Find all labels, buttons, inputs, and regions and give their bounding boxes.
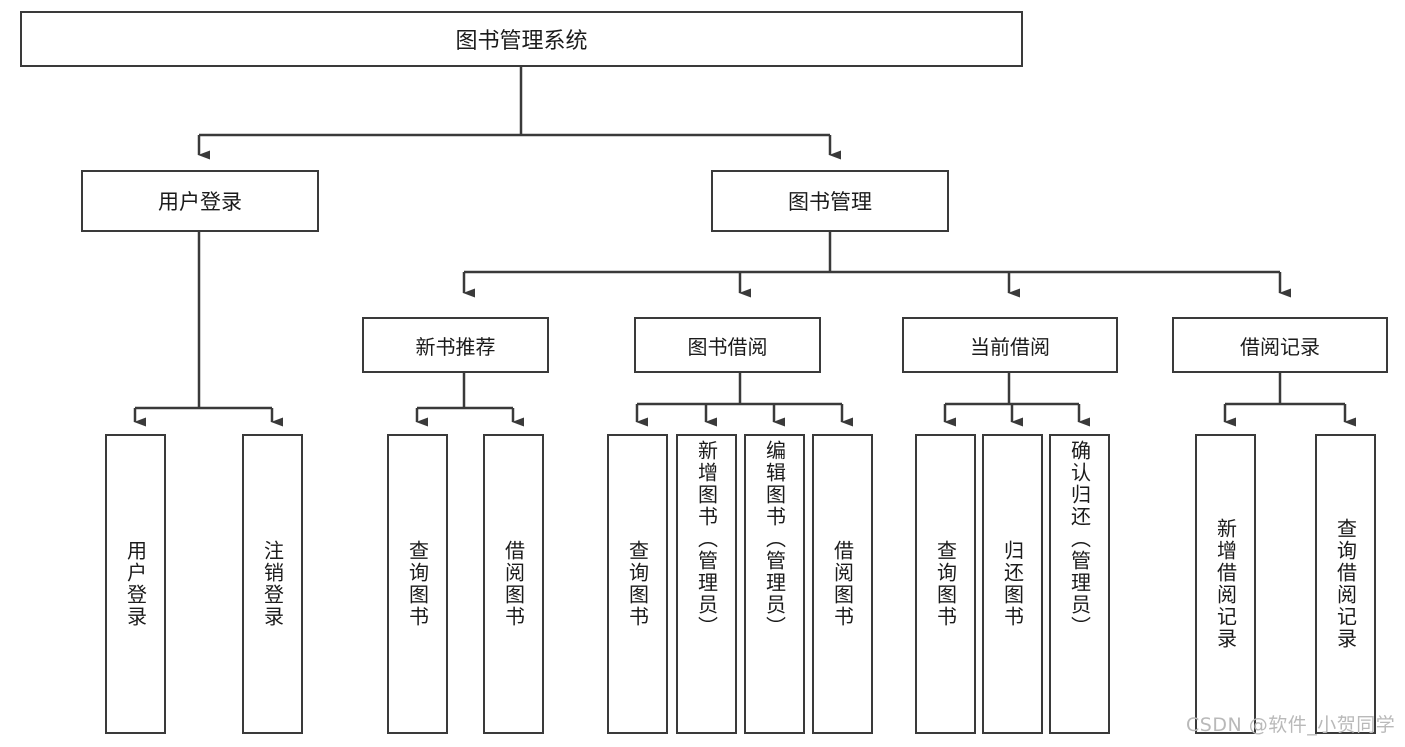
node-leaf-query-book-1-label: 查询图书 <box>405 540 430 628</box>
node-leaf-edit-book-label: 编辑图书（管理员） <box>762 440 787 638</box>
node-borrow-record-label: 借阅记录 <box>1240 334 1320 359</box>
node-leaf-borrow-book-1[interactable]: 借阅图书 <box>483 434 544 734</box>
node-leaf-logout[interactable]: 注销登录 <box>242 434 303 734</box>
node-leaf-confirm-return[interactable]: 确认归还（管理员） <box>1049 434 1110 734</box>
node-root[interactable]: 图书管理系统 <box>20 11 1023 67</box>
node-leaf-add-record-label: 新增借阅记录 <box>1213 518 1238 650</box>
node-leaf-add-book[interactable]: 新增图书（管理员） <box>676 434 737 734</box>
node-leaf-query-record[interactable]: 查询借阅记录 <box>1315 434 1376 734</box>
node-leaf-confirm-return-label: 确认归还（管理员） <box>1067 440 1092 638</box>
node-root-label: 图书管理系统 <box>455 29 588 54</box>
node-leaf-borrow-book-2-label: 借阅图书 <box>830 540 855 628</box>
node-new-book-recommend[interactable]: 新书推荐 <box>362 317 549 373</box>
node-new-book-recommend-label: 新书推荐 <box>415 334 496 359</box>
node-leaf-borrow-book-2[interactable]: 借阅图书 <box>812 434 873 734</box>
node-leaf-return-book[interactable]: 归还图书 <box>982 434 1043 734</box>
node-book-borrow[interactable]: 图书借阅 <box>634 317 821 373</box>
node-leaf-query-book-2-label: 查询图书 <box>625 540 650 628</box>
node-book-manage-label: 图书管理 <box>788 190 872 214</box>
node-leaf-logout-label: 注销登录 <box>260 540 285 628</box>
node-leaf-add-book-label: 新增图书（管理员） <box>694 440 719 638</box>
node-current-borrow-label: 当前借阅 <box>970 334 1050 359</box>
node-leaf-user-login[interactable]: 用户登录 <box>105 434 166 734</box>
node-book-manage[interactable]: 图书管理 <box>711 170 949 232</box>
node-user-login[interactable]: 用户登录 <box>81 170 319 232</box>
node-leaf-query-record-label: 查询借阅记录 <box>1333 518 1358 650</box>
node-current-borrow[interactable]: 当前借阅 <box>902 317 1118 373</box>
node-leaf-user-login-label: 用户登录 <box>123 540 148 628</box>
node-user-login-label: 用户登录 <box>158 190 242 214</box>
csdn-watermark: CSDN @软件_小贺同学 <box>1186 714 1396 736</box>
node-leaf-query-book-2[interactable]: 查询图书 <box>607 434 668 734</box>
node-leaf-query-book-1[interactable]: 查询图书 <box>387 434 448 734</box>
node-book-borrow-label: 图书借阅 <box>687 334 768 359</box>
node-leaf-edit-book[interactable]: 编辑图书（管理员） <box>744 434 805 734</box>
node-leaf-query-book-3-label: 查询图书 <box>933 540 958 628</box>
node-leaf-return-book-label: 归还图书 <box>1000 540 1025 628</box>
node-borrow-record[interactable]: 借阅记录 <box>1172 317 1388 373</box>
node-leaf-borrow-book-1-label: 借阅图书 <box>501 540 526 628</box>
node-leaf-query-book-3[interactable]: 查询图书 <box>915 434 976 734</box>
node-leaf-add-record[interactable]: 新增借阅记录 <box>1195 434 1256 734</box>
